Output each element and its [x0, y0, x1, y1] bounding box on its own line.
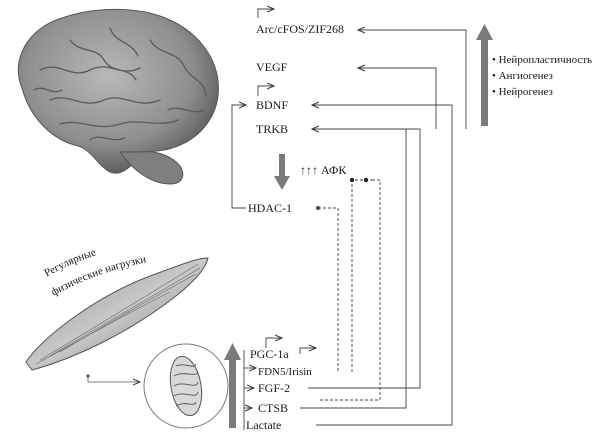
- label-afk: ↑↑↑ АФК: [300, 163, 347, 177]
- effect-item: Ангиогенез: [492, 68, 592, 84]
- muscle-illustration: [25, 257, 209, 371]
- label-hdac-1: HDAC-1: [248, 201, 292, 215]
- label-fdn5-irisin: FDN5/Irisin: [258, 366, 312, 378]
- brain-illustration: [17, 8, 219, 185]
- factors-up-arrow: [224, 343, 241, 428]
- label-pgc-1a: PGC-1a: [250, 347, 289, 361]
- afk-down-arrow: [274, 154, 290, 190]
- label-lactate: Lactate: [246, 418, 282, 432]
- label-bdnf: BDNF: [256, 98, 289, 112]
- effects-up-arrow: [476, 24, 493, 126]
- effect-item: Нейрогенез: [492, 84, 592, 100]
- effect-item: Нейропластичность: [492, 52, 592, 68]
- label-ctsb: CTSB: [258, 401, 289, 415]
- label-vegf: VEGF: [256, 60, 288, 74]
- effects-list: Нейропластичность Ангиогенез Нейрогенез: [492, 52, 592, 100]
- label-arc-cfos-zif268: Arc/cFOS/ZIF268: [256, 22, 344, 36]
- label-fgf-2: FGF-2: [258, 381, 291, 395]
- mitochondrion-illustration: [143, 343, 229, 429]
- label-trkb: TRKB: [256, 122, 289, 136]
